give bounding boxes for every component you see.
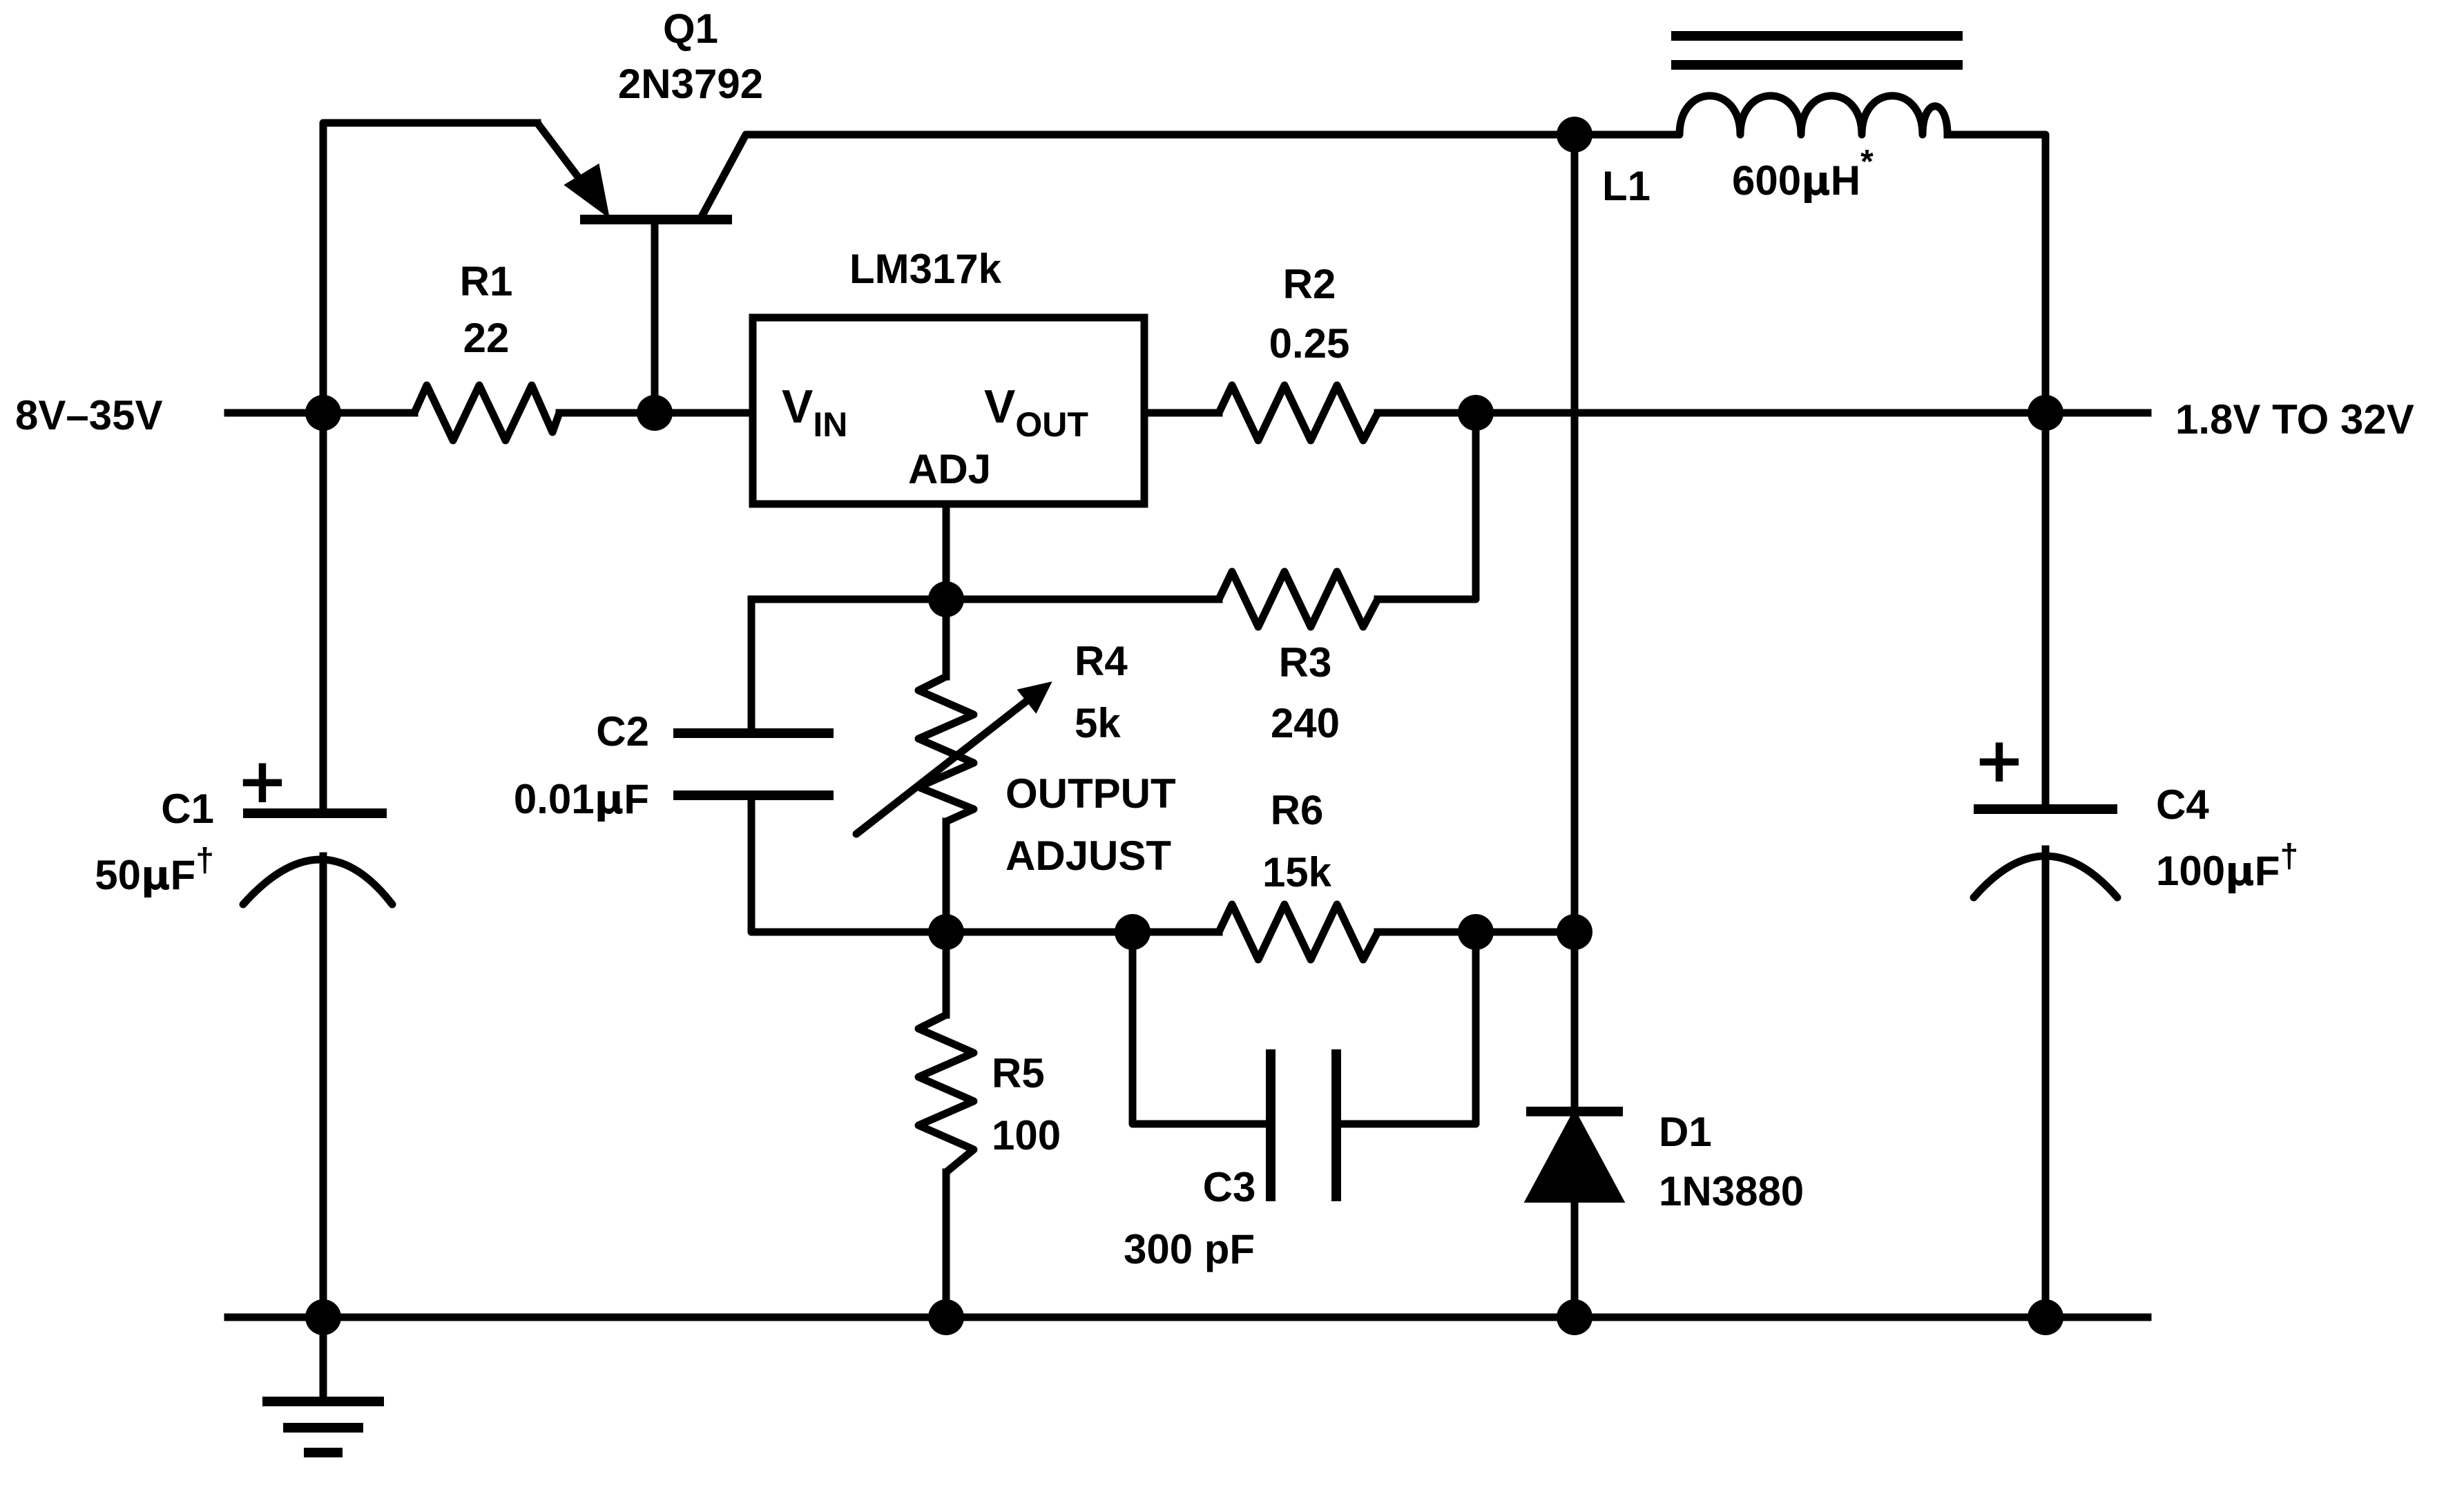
- regulator-name-label: LM317k: [849, 246, 1002, 292]
- l1-value-label: 600μH*: [1732, 144, 1874, 204]
- c3-value-label: 300 pF: [1124, 1226, 1255, 1272]
- adj-pin-label: ADJ: [908, 446, 991, 492]
- r1-ref-label: R1: [460, 258, 513, 304]
- l1-ref-label: L1: [1602, 163, 1650, 209]
- r3-value-label: 240: [1271, 700, 1340, 746]
- vin-pin-label: VIN: [782, 380, 847, 444]
- l1-coil: [1560, 92, 1952, 139]
- c4-value-label: 100μF†: [2156, 838, 2298, 895]
- q1-part-label: 2N3792: [618, 61, 763, 107]
- ground-symbol: [262, 1397, 384, 1457]
- c1-negative-plate: [239, 855, 396, 909]
- node-ground-c4: [2028, 1299, 2063, 1335]
- q1-ref-label: Q1: [663, 6, 718, 52]
- junction-dots: [305, 117, 2063, 1335]
- c2-ref-label: C2: [596, 708, 649, 755]
- r5-value-label: 100: [992, 1112, 1061, 1158]
- r2-resistor: [1215, 381, 1382, 445]
- node-output: [1458, 395, 1494, 431]
- d1-part-label: 1N3880: [1659, 1168, 1804, 1214]
- r6-resistor: [1215, 900, 1382, 964]
- r6-ref-label: R6: [1271, 787, 1324, 833]
- q1-collector-wire: [697, 130, 1568, 220]
- wiring: [224, 119, 2152, 1406]
- r4-potentiometer: [914, 672, 978, 826]
- node-c3-left: [1115, 914, 1151, 950]
- l1-inductor: [1560, 31, 1963, 139]
- node-r4-bottom: [928, 914, 964, 950]
- q1-emitter-arrow: [564, 163, 610, 219]
- r4-adjust-arrow: [852, 690, 1040, 838]
- node-diode-top: [1557, 914, 1592, 950]
- node-c3-right: [1458, 914, 1494, 950]
- r4-note-line1: OUTPUT: [1005, 770, 1176, 817]
- c4-negative-plate: [1970, 852, 2121, 902]
- c4-plus-sign: +: [1973, 724, 2025, 797]
- r6-value-label: 15k: [1262, 849, 1332, 895]
- lm317-regulator-box: [749, 313, 1148, 508]
- r4-arrowhead: [1017, 681, 1052, 714]
- r3-resistor: [1215, 567, 1382, 631]
- r2-value-label: 0.25: [1269, 320, 1350, 367]
- c1-plus-sign: +: [236, 745, 288, 817]
- r4-value-label: 5k: [1075, 700, 1121, 746]
- node-ground-r5: [928, 1299, 964, 1335]
- input-voltage-label: 8V–35V: [15, 392, 163, 438]
- node-ground-diode: [1557, 1299, 1592, 1335]
- c1-value-label: 50μF†: [95, 842, 214, 899]
- q1-transistor: [533, 119, 732, 224]
- vout-pin-label: VOUT: [984, 380, 1088, 444]
- r5-resistor: [914, 1011, 978, 1176]
- c1-ref-label: C1: [161, 786, 214, 832]
- r4-note-line2: ADJUST: [1005, 833, 1171, 879]
- c3-left-wire: [1128, 928, 1275, 1128]
- output-voltage-label: 1.8V TO 32V: [2175, 396, 2414, 443]
- l1-right-wire: [1943, 130, 2050, 798]
- d1-triangle: [1523, 1108, 1626, 1203]
- r4-ref-label: R4: [1075, 638, 1128, 684]
- r3-ref-label: R3: [1279, 639, 1332, 686]
- r3-feedback-wire: [1374, 409, 1480, 603]
- d1-diode: [1523, 1107, 1626, 1203]
- c4-ref-label: C4: [2156, 782, 2209, 828]
- node-ground-left: [305, 1299, 341, 1335]
- r1-value-label: 22: [463, 315, 510, 361]
- node-adj: [928, 581, 964, 617]
- r5-ref-label: R5: [992, 1050, 1045, 1096]
- r2-ref-label: R2: [1283, 261, 1336, 307]
- c2-bottom-lead: [747, 791, 1223, 936]
- c3-right-wire: [1332, 928, 1480, 1128]
- c3-ref-label: C3: [1203, 1164, 1256, 1210]
- c2-value-label: 0.01μF: [514, 776, 649, 823]
- node-q1-base: [637, 395, 673, 431]
- d1-ref-label: D1: [1659, 1109, 1712, 1155]
- r1-resistor: [410, 381, 564, 445]
- left-top-rail: [319, 119, 541, 817]
